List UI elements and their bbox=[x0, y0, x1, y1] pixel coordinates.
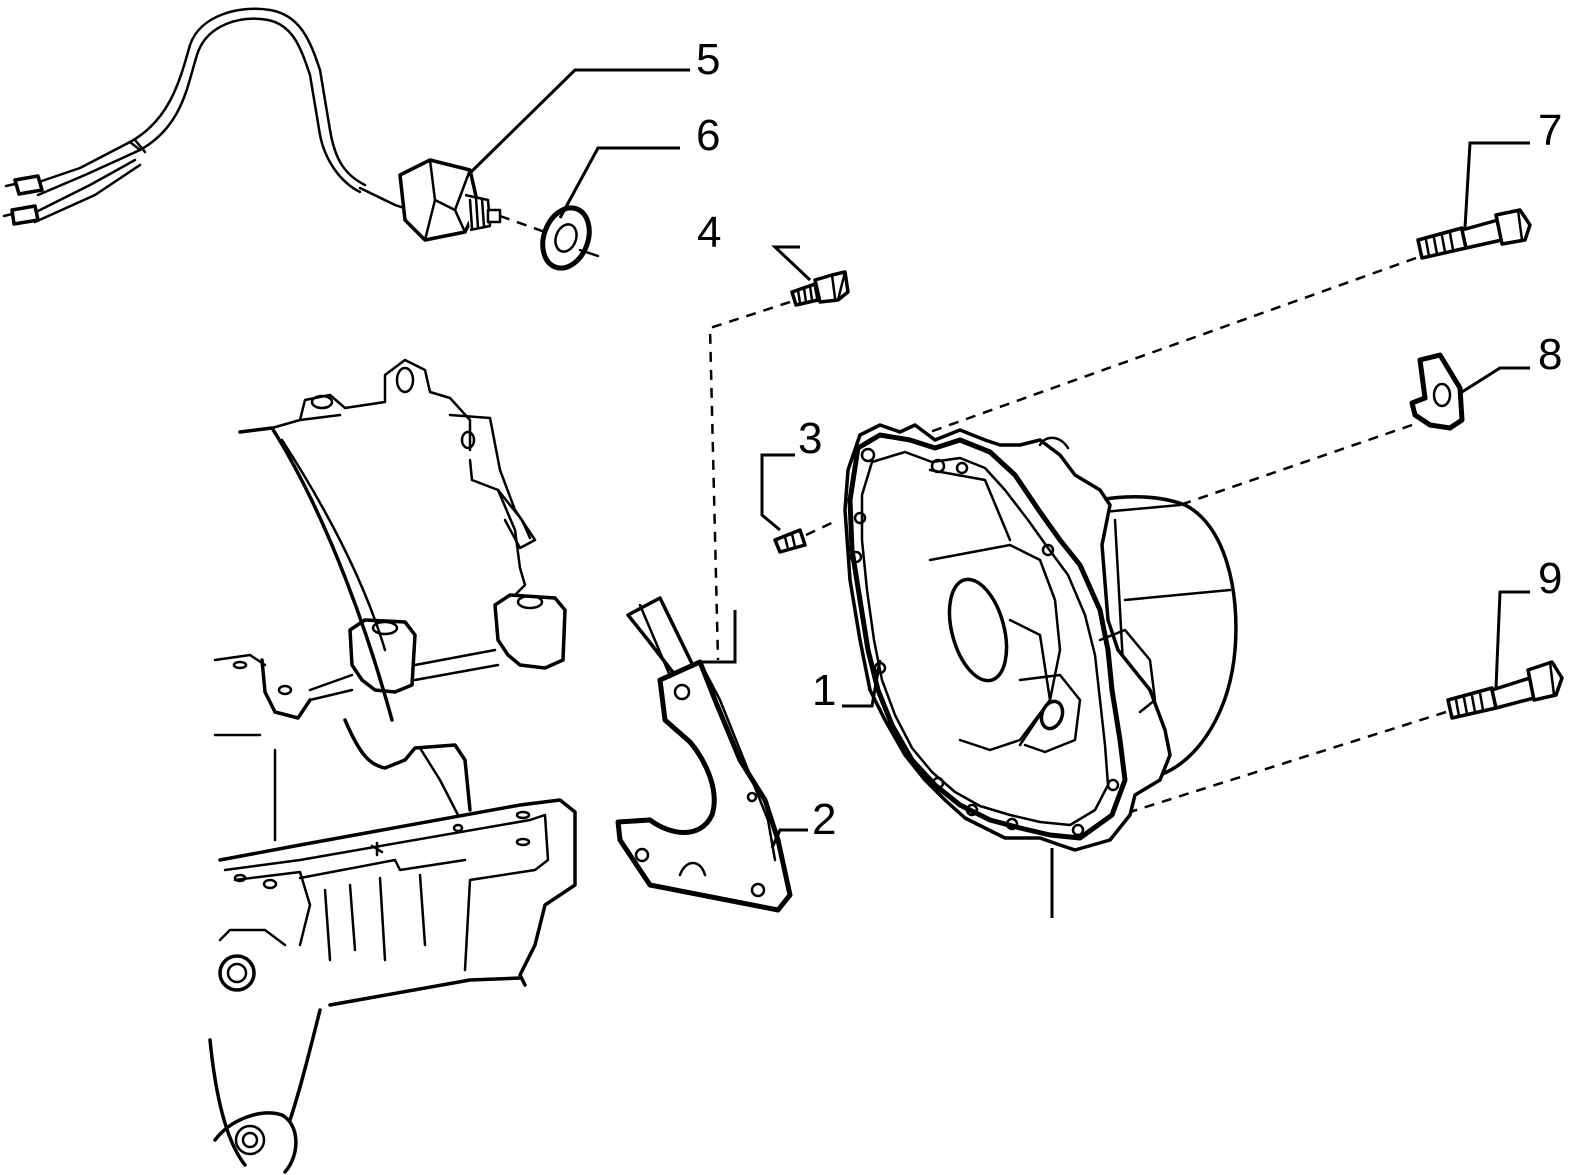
callout-5: 5 bbox=[696, 35, 720, 84]
callout-6: 6 bbox=[696, 111, 720, 160]
pin-part-3 bbox=[773, 518, 839, 554]
long-bolt-part-7 bbox=[929, 208, 1532, 434]
callout-7: 7 bbox=[1538, 106, 1562, 155]
end-cover-part-1 bbox=[843, 423, 1238, 852]
leader-1 bbox=[842, 659, 882, 708]
leader-8 bbox=[1461, 366, 1530, 394]
callout-8: 8 bbox=[1538, 330, 1562, 379]
leader-7 bbox=[1463, 141, 1530, 229]
washer-part-6 bbox=[499, 205, 600, 271]
tab-plate-part-8 bbox=[1179, 352, 1465, 507]
callout-1: 1 bbox=[812, 666, 836, 715]
callout-3: 3 bbox=[798, 414, 822, 463]
bolt-part-4 bbox=[708, 270, 850, 661]
bracket-part-2 bbox=[615, 596, 793, 913]
callout-2: 2 bbox=[812, 795, 836, 844]
leader-3 bbox=[760, 453, 795, 532]
long-bolt-part-9 bbox=[1129, 660, 1564, 814]
pressure-switch-part-5 bbox=[2, 7, 502, 242]
leader-5 bbox=[466, 68, 690, 177]
callout-labels: 1 2 3 4 5 6 7 8 9 bbox=[696, 35, 1562, 844]
leader-lines bbox=[466, 68, 1530, 918]
leader-2 bbox=[770, 828, 808, 849]
leader-9 bbox=[1494, 590, 1530, 689]
leader-2-top bbox=[700, 610, 737, 664]
leader-6 bbox=[558, 146, 680, 219]
callout-9: 9 bbox=[1538, 554, 1562, 603]
transmission-housing bbox=[208, 358, 577, 1174]
callout-4: 4 bbox=[697, 208, 721, 257]
leader-4 bbox=[771, 245, 812, 282]
